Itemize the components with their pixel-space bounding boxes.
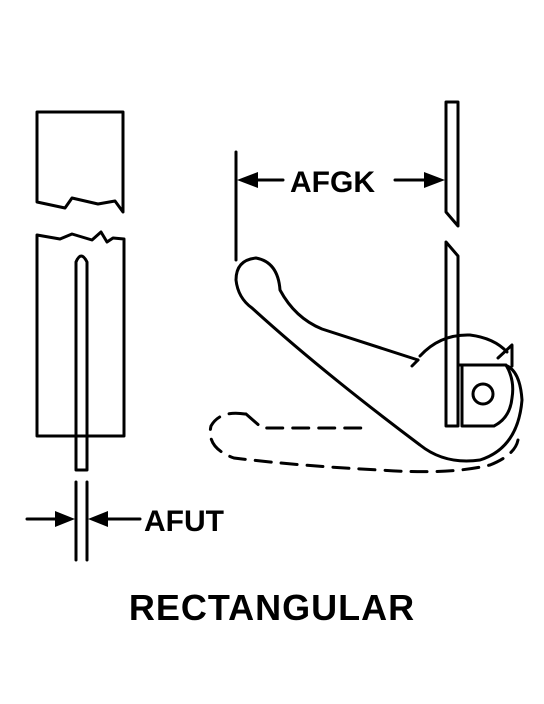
lever-notch [410,358,420,368]
clip-lever [234,256,524,463]
open-position-inner-edge [244,412,364,430]
afgk-label: AFGK [290,166,375,199]
left-plate-lower-section [35,230,126,438]
afut-arrowhead-right [88,511,108,527]
clip-blade-edge-view [74,254,89,472]
clip-side-view [208,256,524,474]
hinge-tab [496,343,514,368]
shape-title: RECTANGULAR [129,587,415,628]
afgk-arrowhead-right [424,172,445,188]
afut-label: AFUT [144,505,224,538]
afut-arrowhead-left [55,511,75,527]
afgk-arrowhead-left [237,172,258,188]
hinge-dome [418,333,509,358]
pivot-housing [460,363,515,428]
right-plate-upper-section [444,100,460,228]
open-position-outline [208,411,520,474]
afgk-dimension: AFGK [234,150,445,262]
left-plate-upper-section [35,110,125,214]
pivot-pin [471,382,495,406]
afut-dimension: AFUT [25,480,224,562]
right-plate-lower-section [444,240,460,428]
